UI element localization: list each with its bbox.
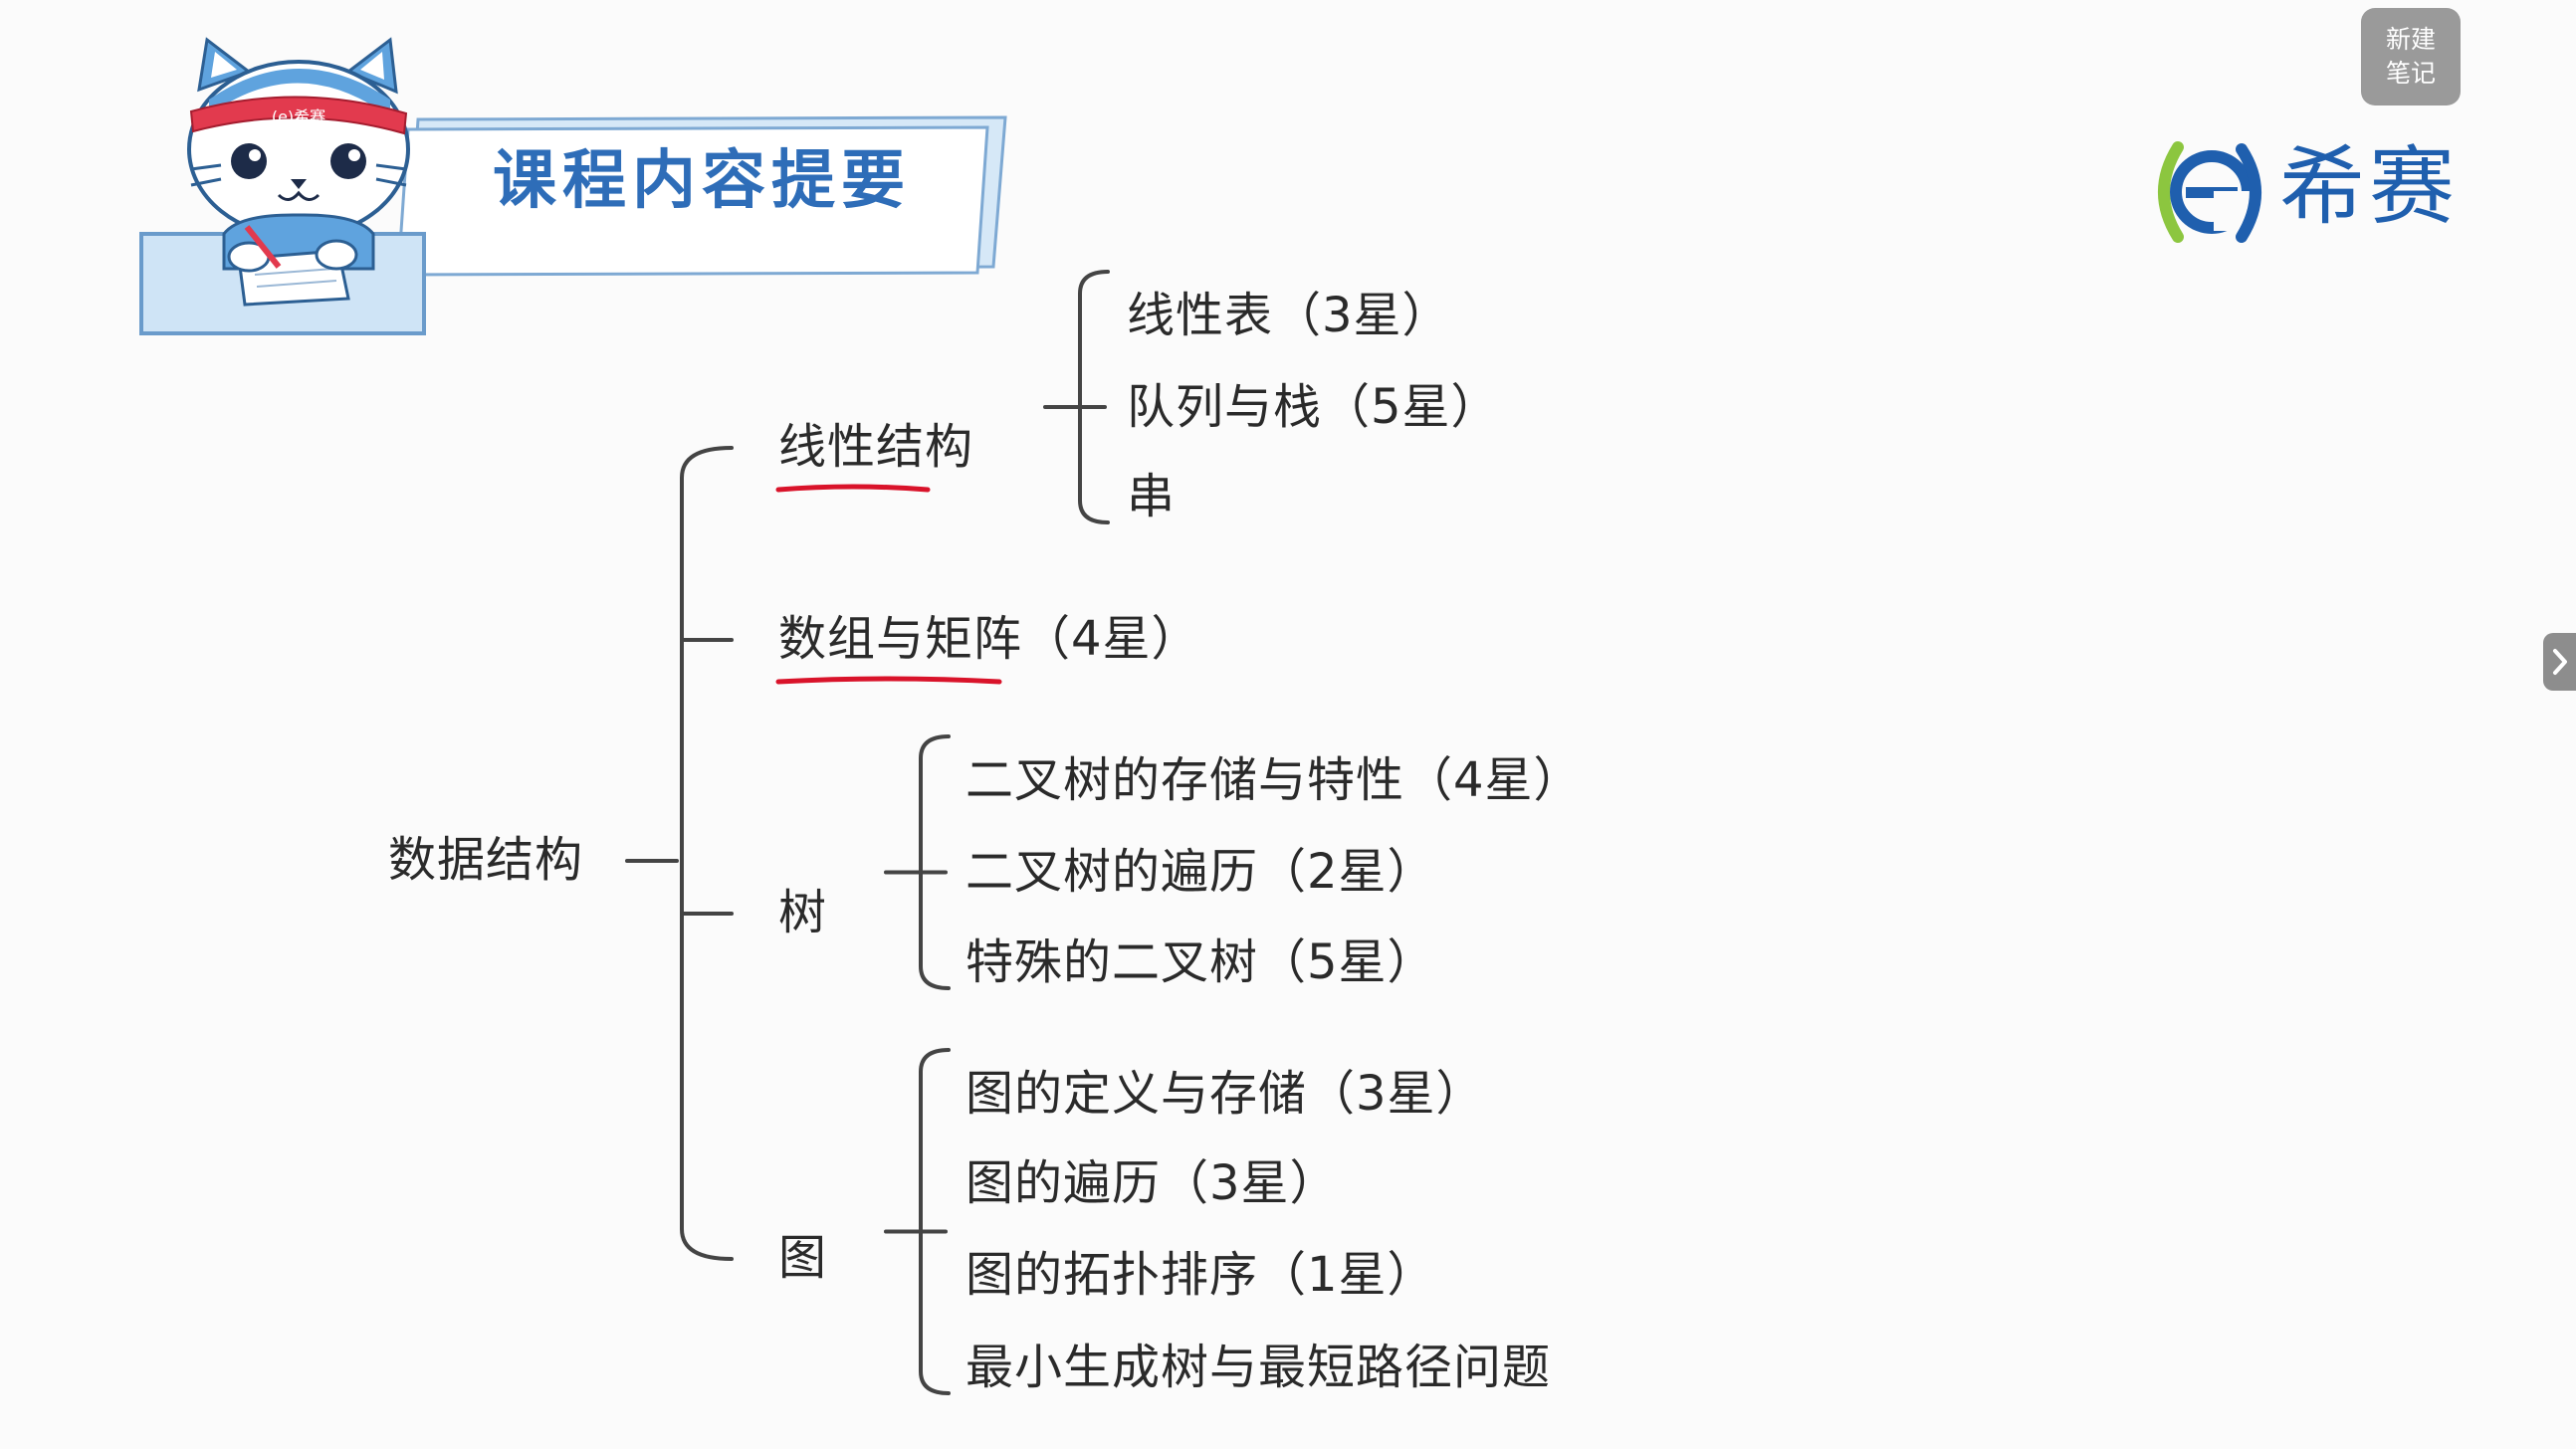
chevron-right-icon bbox=[2553, 649, 2567, 675]
brand-logo-text: 希赛 bbox=[2279, 137, 2459, 237]
sidebar-toggle-button[interactable] bbox=[2543, 633, 2576, 691]
brand-logo-icon bbox=[2158, 141, 2269, 243]
new-note-label-line1: 新建 bbox=[2385, 25, 2436, 55]
mindmap-leaf: 队列与栈（5星） bbox=[1127, 379, 1500, 435]
mindmap-leaf: 串 bbox=[1127, 469, 1177, 524]
mindmap-branch: 树 bbox=[778, 885, 828, 940]
mindmap-leaf: 图的拓扑排序（1星） bbox=[966, 1247, 1436, 1303]
mascot-banner: (e)希赛 bbox=[139, 37, 1007, 335]
child-bracket bbox=[1078, 270, 1110, 524]
mindmap-branch: 数组与矩阵（4星） bbox=[778, 611, 1200, 667]
red-underline-annotation bbox=[775, 676, 1002, 685]
child-bracket bbox=[919, 1048, 951, 1395]
main-bracket bbox=[680, 446, 734, 1261]
mindmap-branch: 图 bbox=[778, 1230, 828, 1286]
mindmap-leaf: 线性表（3星） bbox=[1127, 288, 1451, 343]
new-note-label-line2: 笔记 bbox=[2385, 59, 2436, 88]
mindmap-leaf: 二叉树的存储与特性（4星） bbox=[966, 752, 1583, 808]
child-bracket bbox=[919, 734, 951, 990]
mindmap-branch: 线性结构 bbox=[778, 419, 974, 475]
mascot-badge: (e)希赛 bbox=[272, 107, 325, 126]
mindmap-leaf: 图的遍历（3星） bbox=[966, 1155, 1339, 1211]
mindmap-leaf: 图的定义与存储（3星） bbox=[966, 1066, 1485, 1122]
mindmap-root: 数据结构 bbox=[388, 832, 584, 888]
mindmap-leaf: 特殊的二叉树（5星） bbox=[966, 934, 1436, 990]
red-underline-annotation bbox=[775, 484, 931, 493]
mindmap-leaf: 最小生成树与最短路径问题 bbox=[966, 1340, 1552, 1395]
mindmap-leaf: 二叉树的遍历（2星） bbox=[966, 844, 1436, 900]
new-note-button[interactable]: 新建 笔记 bbox=[2361, 8, 2461, 105]
page-title: 课程内容提要 bbox=[493, 144, 911, 218]
